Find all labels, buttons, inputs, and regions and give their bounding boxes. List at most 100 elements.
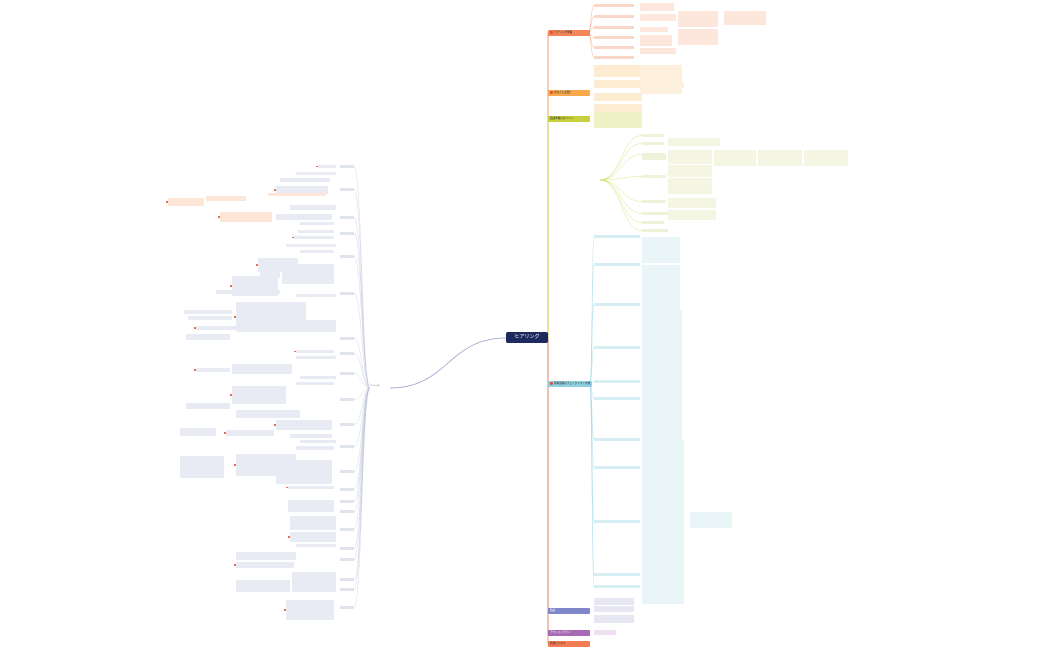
branch-conclusion[interactable]: 結論 [548, 608, 590, 614]
root-node[interactable]: ヒアリング [506, 332, 548, 343]
note-card [668, 210, 716, 220]
left-item [180, 456, 224, 478]
left-item [296, 544, 336, 547]
note-card [640, 35, 672, 46]
check-item [594, 235, 640, 238]
flag-icon [218, 216, 220, 218]
check-item [594, 466, 640, 469]
flag-icon [292, 236, 294, 239]
note-card [804, 150, 848, 166]
left-item [180, 428, 216, 436]
prep-link [587, 5, 595, 34]
left-item [260, 266, 280, 278]
left-item [290, 516, 336, 530]
left-item [216, 290, 280, 294]
note-card [668, 198, 716, 208]
left-item [288, 500, 334, 512]
check-item [594, 346, 640, 349]
left-link [353, 256, 371, 389]
check-link [589, 383, 595, 587]
branch-necessity[interactable]: あなたに必要？ [548, 90, 590, 96]
note-card [594, 104, 642, 112]
left-item [292, 572, 336, 592]
note-card [642, 325, 682, 381]
flag-icon [166, 201, 168, 203]
branch-checklist[interactable]: 現場調査のチェックリスト作成 [548, 381, 592, 387]
point-link [599, 179, 643, 223]
left-hub [340, 488, 354, 491]
check-item [594, 438, 640, 441]
note-card [668, 178, 712, 194]
prep-item [594, 15, 634, 18]
note-card [678, 29, 718, 45]
left-hub [340, 528, 354, 531]
left-link [353, 387, 371, 608]
left-item [296, 446, 334, 450]
flag-icon [194, 369, 196, 371]
note-card [668, 138, 720, 146]
flag-icon [230, 394, 232, 396]
prep-item [594, 26, 634, 29]
left-item [290, 320, 336, 332]
note-card [594, 615, 634, 623]
note-card [668, 165, 712, 177]
note-card [640, 88, 682, 94]
left-item [282, 264, 334, 284]
check-item [594, 397, 640, 400]
note-card [678, 11, 718, 27]
left-item [286, 244, 336, 247]
left-item [276, 460, 332, 484]
left-hub [340, 165, 354, 168]
point-link [599, 179, 643, 202]
flag-icon [234, 316, 236, 318]
flag-icon [274, 424, 276, 426]
left-item [300, 250, 334, 253]
left-item [236, 552, 296, 560]
left-hub [340, 500, 354, 503]
prep-item [594, 4, 634, 7]
left-item [300, 440, 336, 443]
left-item [236, 580, 290, 592]
note-card [714, 150, 756, 166]
flag-icon [294, 350, 296, 353]
check-item [594, 380, 640, 383]
branch-hearing-prep[interactable]: ヒアリング準備 [548, 30, 590, 36]
left-hub [340, 216, 354, 219]
point-item [642, 200, 666, 203]
note-card [642, 478, 684, 575]
left-link [353, 387, 371, 530]
left-item [288, 486, 334, 489]
branch-interview-points[interactable]: 面談準備のポイント [548, 116, 590, 122]
left-item [276, 214, 332, 220]
left-item [280, 178, 330, 182]
left-item [186, 334, 230, 340]
point-item [642, 229, 668, 232]
branch-new-business[interactable]: 新規ビジネス [548, 641, 590, 647]
note-card [594, 93, 642, 101]
left-hub [340, 470, 354, 473]
left-item [318, 165, 336, 168]
note-card [594, 598, 634, 605]
check-item [594, 263, 640, 266]
note-card [642, 440, 684, 468]
branch-action-plan[interactable]: アクションプラン [548, 630, 590, 636]
check-item [594, 520, 640, 523]
left-item [300, 222, 334, 225]
left-hub [340, 188, 354, 191]
left-hub [340, 445, 354, 448]
note-card [724, 11, 766, 25]
note-card [594, 606, 634, 612]
left-item [298, 230, 334, 233]
left-link [353, 387, 371, 400]
left-link [353, 233, 371, 389]
left-highlight [220, 212, 272, 222]
left-item [184, 310, 232, 314]
flag-icon [256, 264, 258, 266]
left-parent-node[interactable]: アジェンダ [370, 385, 380, 387]
check-link [589, 236, 595, 385]
left-item [296, 382, 334, 385]
note-card [640, 48, 676, 54]
note-card [642, 380, 682, 398]
left-item [232, 364, 292, 374]
